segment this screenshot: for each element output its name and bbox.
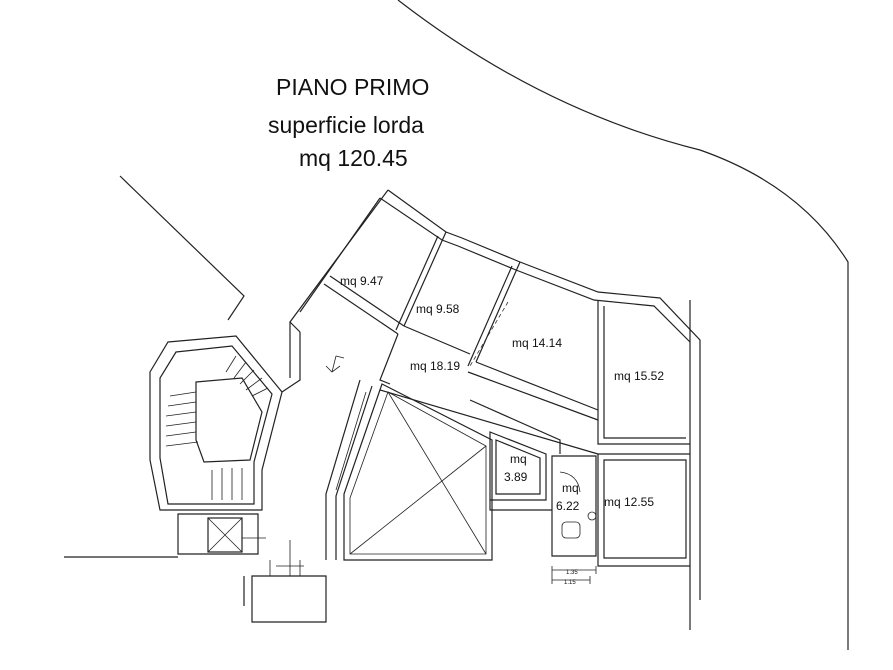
site-boundary-left (119, 175, 245, 321)
entrance-block (243, 540, 327, 623)
room-label-3-89-b: 3.89 (504, 470, 528, 484)
dimension-marks (551, 566, 597, 584)
outer-wall (281, 189, 701, 600)
room-label-18-19: mq 18.19 (410, 359, 460, 373)
room-label-12-55: mq 12.55 (604, 495, 654, 509)
room-label-15-52: mq 15.52 (614, 369, 664, 383)
site-boundary-arc (397, 0, 849, 650)
room-label-9-47: mq 9.47 (340, 274, 384, 288)
room-label-9-58: mq 9.58 (416, 302, 460, 316)
room-label-3-89-a: mq (510, 452, 527, 466)
entry-arrow-icon (325, 355, 345, 373)
room-label-14-14: mq 14.14 (512, 336, 562, 350)
dimension-upper: 1.35 (566, 570, 578, 576)
room-label-6-22-b: 6.22 (556, 499, 580, 513)
stairwell (149, 335, 283, 555)
bathroom-fixtures (559, 471, 597, 539)
room-label-6-22-a: mq (562, 481, 579, 495)
room-walls (323, 231, 690, 567)
dimension-lower: 1.15 (564, 580, 576, 586)
